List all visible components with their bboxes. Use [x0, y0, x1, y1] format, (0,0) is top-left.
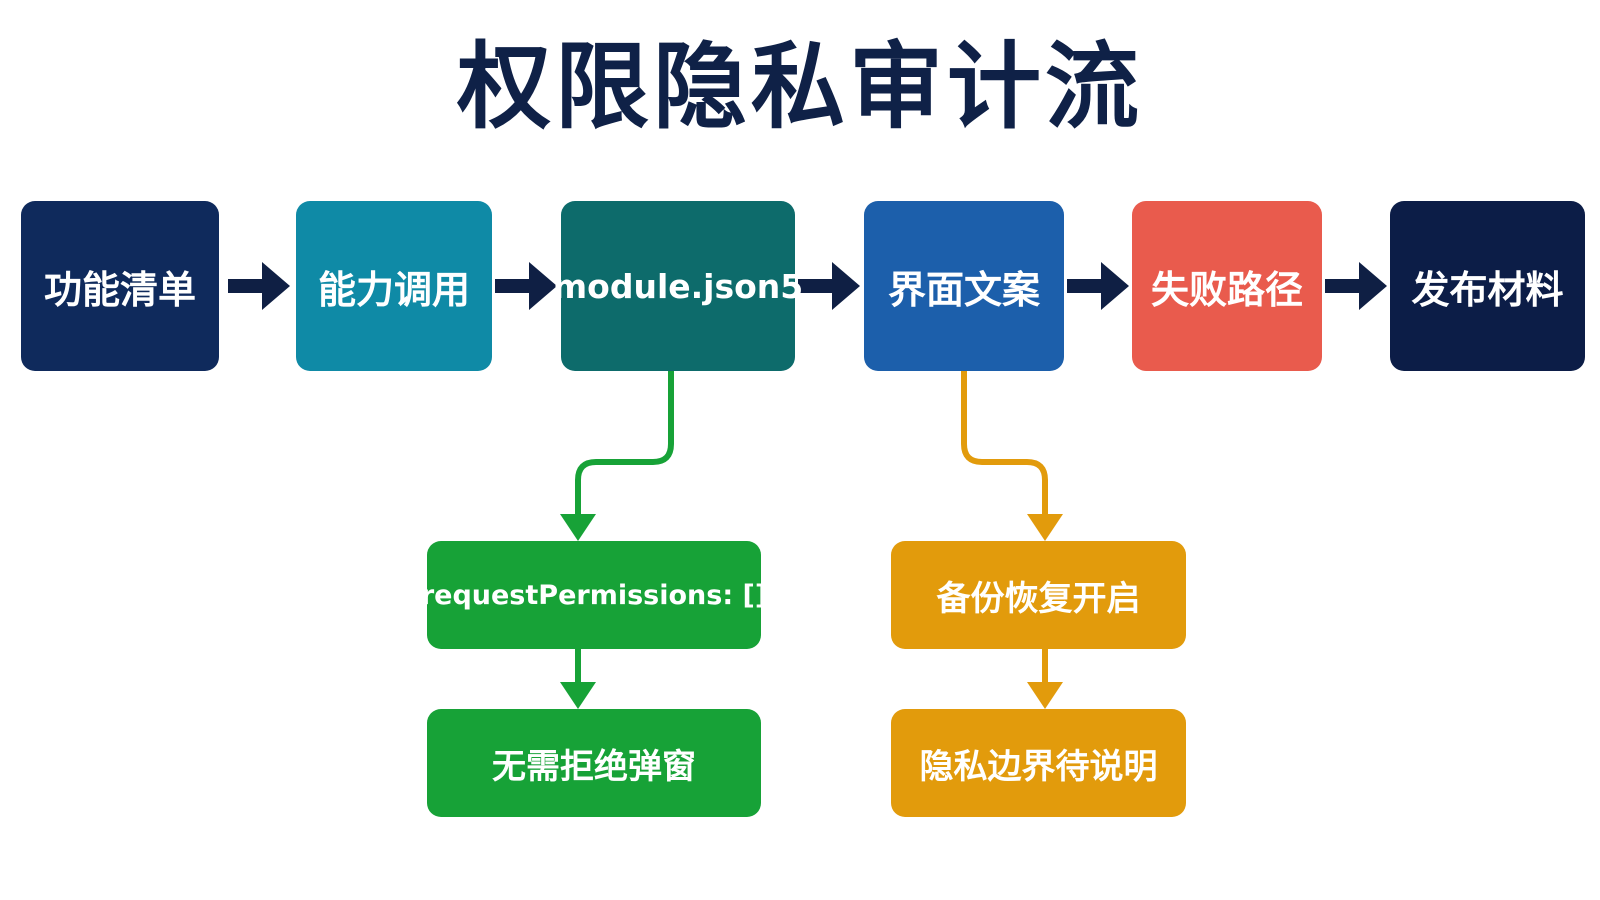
node-label: 能力调用: [317, 267, 470, 312]
arrow-feature-to-capability: [228, 262, 290, 310]
node-label: 发布材料: [1411, 267, 1564, 312]
node-label: 隐私边界待说明: [919, 746, 1158, 787]
amber-branch-connector: [961, 371, 1063, 709]
node-privacy-boundary: 隐私边界待说明: [891, 709, 1186, 817]
node-request-permissions: requestPermissions: []: [421, 541, 767, 649]
node-label: 备份恢复开启: [936, 578, 1141, 619]
arrow-module-to-uicopy: [798, 262, 860, 310]
node-failure-path: 失败路径: [1132, 201, 1322, 371]
node-label: 界面文案: [887, 267, 1040, 312]
node-release-materials: 发布材料: [1390, 201, 1585, 371]
diagram-title: 权限隐私审计流: [456, 33, 1143, 142]
node-label: 无需拒绝弹窗: [492, 746, 696, 787]
node-label: 功能清单: [43, 267, 196, 312]
node-backup-restore: 备份恢复开启: [891, 541, 1186, 649]
node-label: 失败路径: [1150, 267, 1303, 312]
node-no-reject-popup: 无需拒绝弹窗: [427, 709, 761, 817]
arrow-uicopy-to-failure: [1067, 262, 1129, 310]
arrow-capability-to-module: [495, 262, 557, 310]
node-ui-copy: 界面文案: [864, 201, 1064, 371]
node-label: module.json5: [552, 266, 804, 306]
node-feature-list: 功能清单: [21, 201, 219, 371]
green-branch-connector: [560, 371, 674, 709]
node-module-json5: module.json5: [553, 201, 803, 371]
node-label: requestPermissions: []: [420, 579, 768, 611]
node-capability-call: 能力调用: [296, 201, 492, 371]
arrow-failure-to-release: [1325, 262, 1387, 310]
